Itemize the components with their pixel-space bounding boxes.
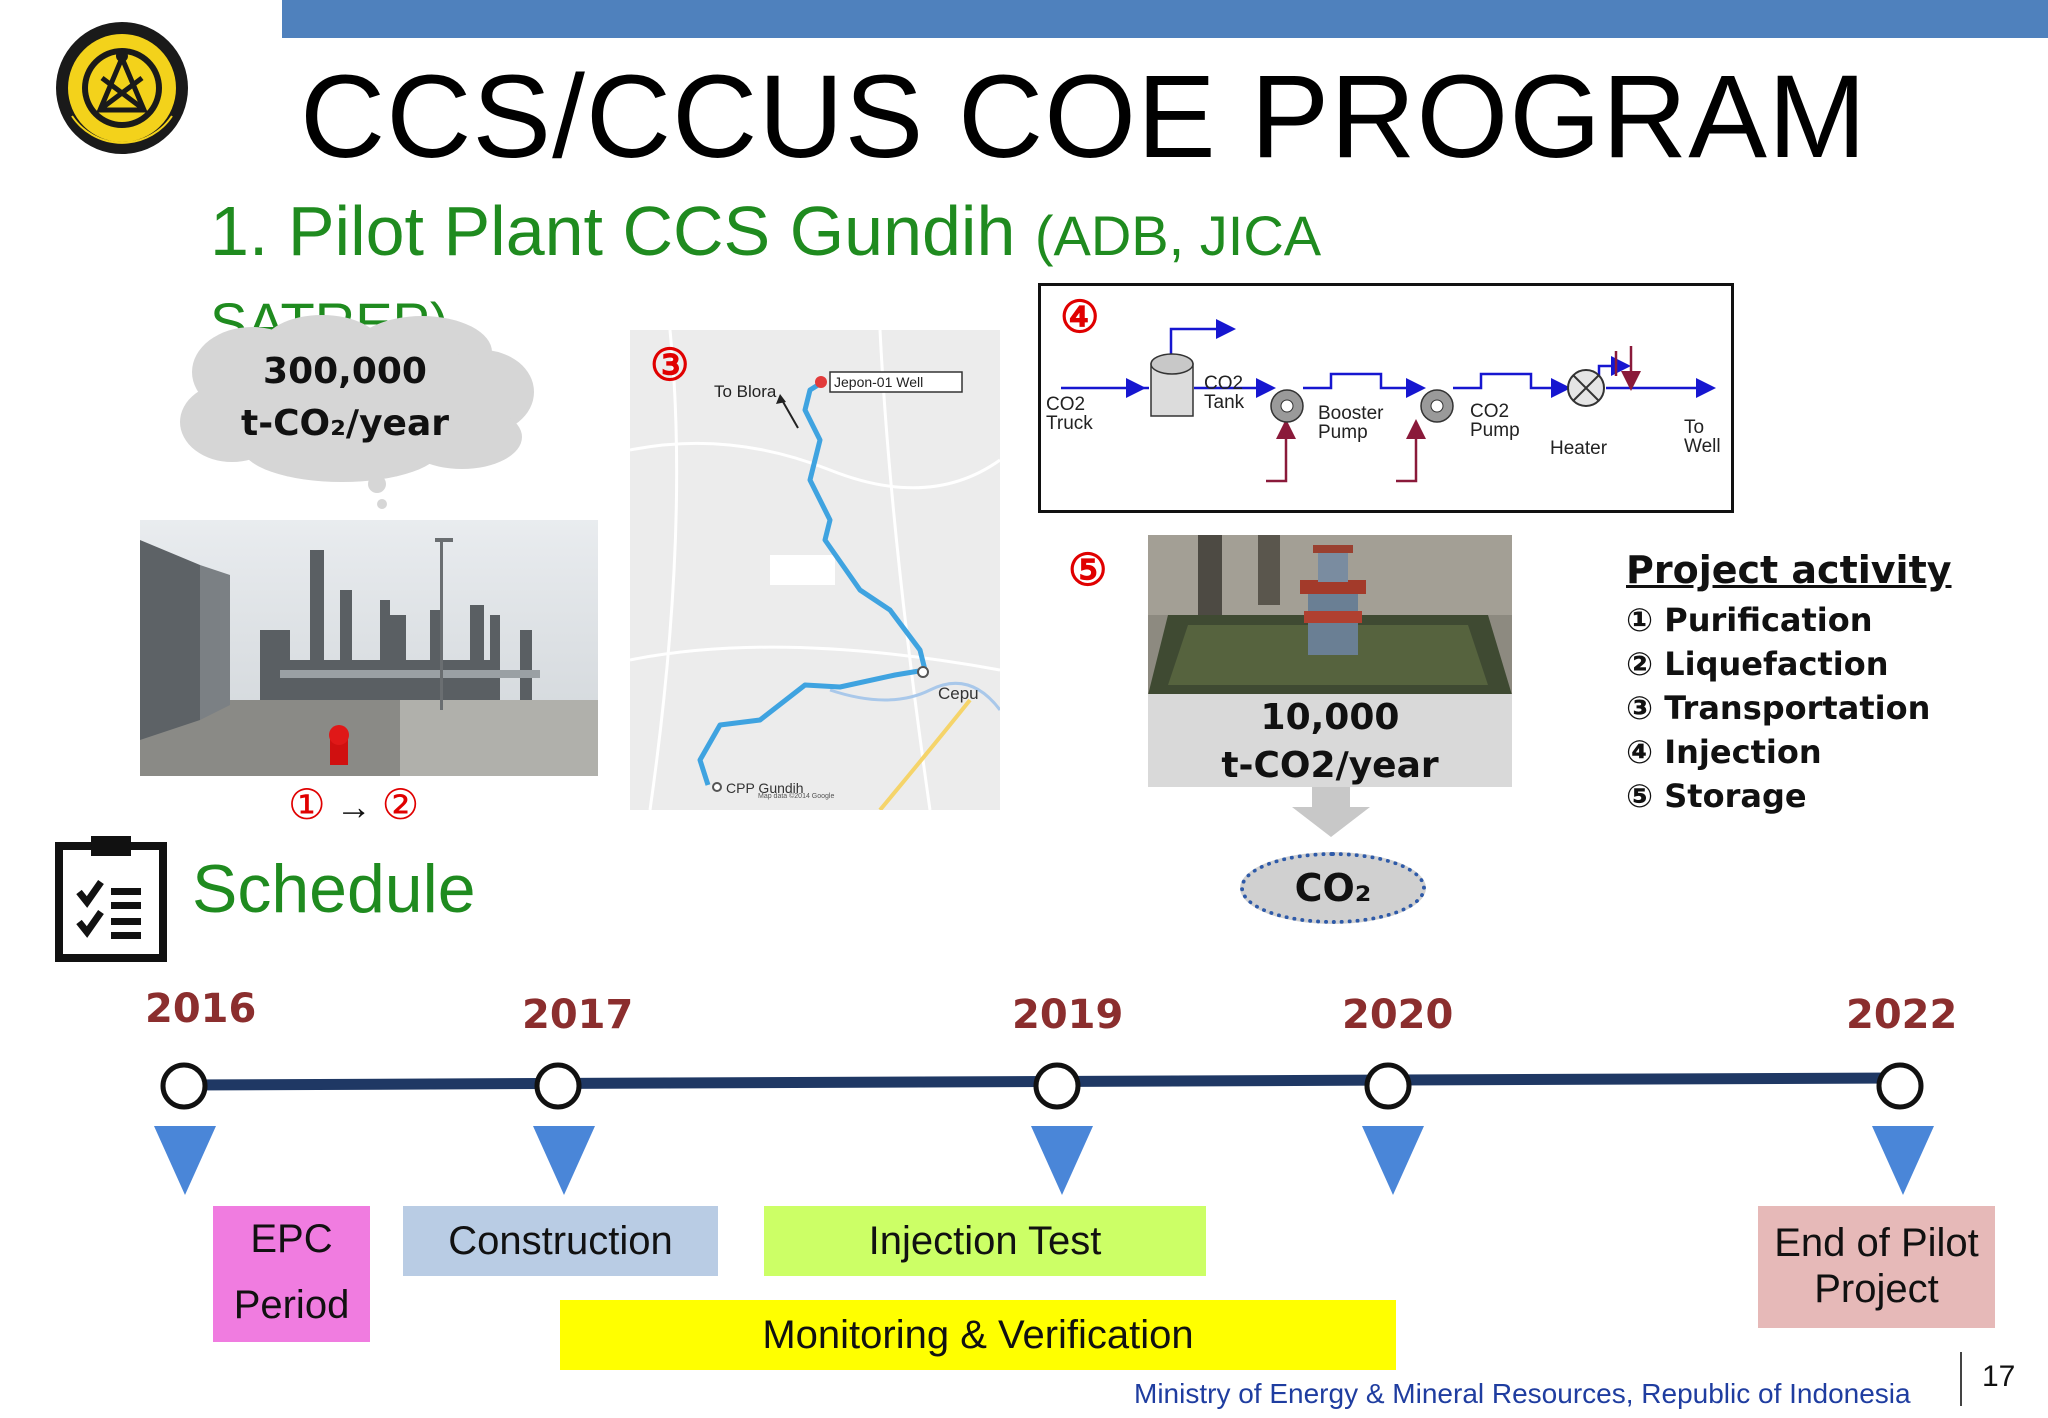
storage-rate: 10,000 t-CO2/year [1148,694,1512,787]
timeline-node [1876,1062,1924,1110]
map-label-cpp: CPP Gundih [726,780,804,796]
timeline-triangle [1872,1126,1934,1195]
map-marker-3: ③ [650,341,690,390]
timeline-triangle [533,1126,595,1195]
activity-item: ④ Injection [1626,733,1822,771]
timeline-node [160,1062,208,1110]
booster-label-line1: Booster [1318,403,1384,424]
map-label-blora: To Blora [714,382,777,401]
steps-capture: ①→② [288,780,419,829]
well-label-line2: Well [1684,436,1721,457]
storage-rate-unit: t-CO2/year [1221,745,1439,786]
year-2020: 2020 [1342,992,1454,1038]
pump-label-line1: CO2 [1470,401,1510,422]
phase-end-of-pilot: End of Pilot Project [1758,1206,1995,1328]
capacity-unit: t-CO₂/year [240,403,450,444]
activity-item: ② Liquefaction [1626,645,1889,683]
phase-injection-test: Injection Test [764,1206,1206,1276]
flow-marker-4: ④ [1060,293,1100,342]
timeline-triangle [1031,1126,1093,1195]
timeline-node [1033,1062,1081,1110]
timeline [154,1062,1934,1195]
process-flow-diagram [1038,283,1734,513]
flow-diagram-graphics [1061,319,1716,483]
well-label-line1: To [1684,417,1705,438]
page-number: 17 [1982,1360,2016,1393]
activity-item: ③ Transportation [1626,689,1931,727]
subtitle-main: 1. Pilot Plant CCS Gundih [210,192,1035,270]
timeline-node [534,1062,582,1110]
year-2022: 2022 [1846,992,1958,1038]
phase-monitoring: Monitoring & Verification [560,1300,1396,1370]
year-2019: 2019 [1012,992,1124,1038]
storage-rate-value: 10,000 [1260,697,1400,738]
booster-label-line2: Pump [1318,422,1368,443]
map-label-cepu: Cepu [938,684,979,703]
storage-marker-5: ⑤ [1068,546,1108,595]
down-arrow-icon [1292,787,1370,837]
phase-epc: EPC Period [213,1206,370,1342]
wellhead-photo [1148,535,1512,695]
co2-oval: CO₂ [1240,852,1426,924]
clipboard-checklist-icon [55,836,167,962]
project-activity-list: Project activity ① Purification ② Liquef… [1626,548,1952,818]
timeline-node [1364,1062,1412,1110]
tank-label-line2: Tank [1204,392,1245,413]
tank-label-line1: CO2 [1204,373,1244,394]
step-end-marker: ② [381,781,420,828]
slide-title: CCS/CCUS COE PROGRAM [300,51,1868,183]
truck-label-line1: CO2 [1046,394,1086,415]
activity-heading: Project activity [1626,548,1952,592]
phase-construction: Construction [403,1206,718,1276]
footer-divider [1960,1352,1962,1406]
capture-capacity: 300,000 t-CO₂/year [205,346,485,450]
capacity-cloud [180,315,534,509]
flow-label-heater: Heater [1550,438,1608,459]
truck-label-line2: Truck [1046,413,1093,434]
capacity-value: 300,000 [263,351,427,392]
step-start-marker: ① [288,781,326,828]
arrow-icon: → [335,786,372,827]
timeline-triangle [154,1126,216,1195]
year-2016: 2016 [145,986,257,1032]
map-credit: Map data ©2014 Google [758,793,835,800]
gas-plant-photo [140,520,598,776]
activity-item: ⑤ Storage [1626,777,1807,815]
activity-item: ① Purification [1626,601,1873,639]
map-label-well: Jepon-01 Well [834,374,924,390]
ministry-logo [56,22,188,154]
year-2017: 2017 [522,992,634,1038]
route-map [630,330,1000,810]
schedule-title: Schedule [192,851,476,927]
footer-ministry: Ministry of Energy & Mineral Resources, … [1134,1378,1911,1409]
timeline-triangle [1362,1126,1424,1195]
pump-label-line2: Pump [1470,420,1520,441]
top-accent-bar [282,0,2048,38]
